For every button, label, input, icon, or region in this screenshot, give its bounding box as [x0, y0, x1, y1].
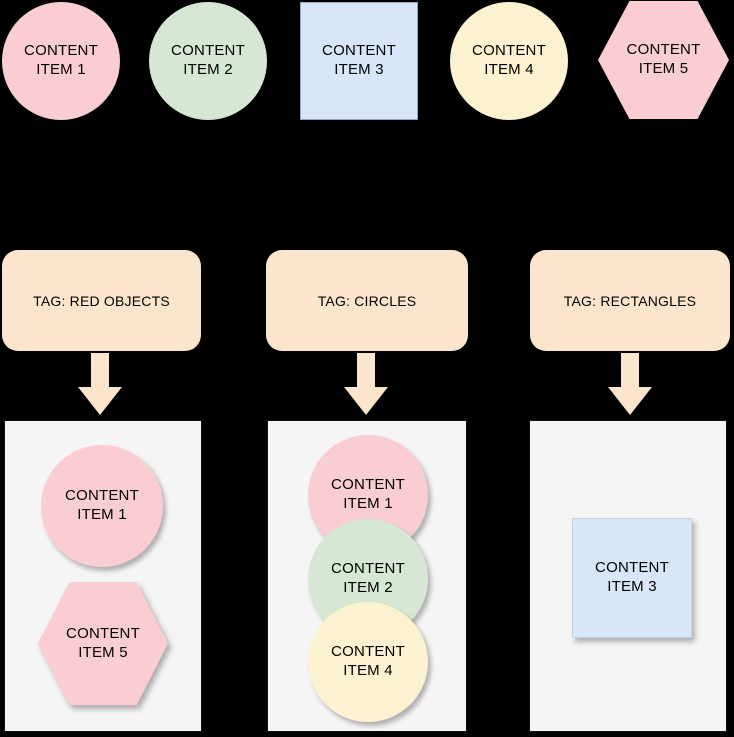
arrow-head [344, 387, 388, 415]
tag-rectangles: TAG: RECTANGLES [530, 250, 730, 351]
source-shape-content-item-2: CONTENT ITEM 2 [149, 2, 267, 120]
arrow-stem [621, 353, 639, 387]
shape-label: CONTENT ITEM 5 [66, 624, 140, 661]
shape-label: CONTENT ITEM 1 [24, 42, 98, 78]
down-arrow-icon [344, 353, 388, 415]
group-bin-red-objects: CONTENT ITEM 1 CONTENT ITEM 5 [4, 420, 202, 732]
shape-label: CONTENT ITEM 3 [322, 42, 396, 78]
hexagon-icon: CONTENT ITEM 5 [598, 1, 729, 119]
shape-label: CONTENT ITEM 4 [472, 42, 546, 78]
group-bin-circles: CONTENT ITEM 1 CONTENT ITEM 2 CONTENT IT… [267, 420, 467, 732]
grouped-shape-content-item-3: CONTENT ITEM 3 [572, 518, 692, 638]
down-arrow-icon [78, 353, 122, 415]
group-bin-rectangles: CONTENT ITEM 3 [529, 420, 727, 732]
tag-label: TAG: RED OBJECTS [33, 292, 170, 309]
grouped-shape-content-item-1: CONTENT ITEM 1 [41, 445, 163, 567]
shape-label: CONTENT ITEM 3 [595, 559, 669, 595]
grouped-shape-content-item-5: CONTENT ITEM 5 [38, 582, 168, 705]
arrow-stem [357, 353, 375, 387]
tag-red-objects: TAG: RED OBJECTS [2, 250, 201, 351]
arrow-stem [91, 353, 109, 387]
grouped-shape-content-item-4: CONTENT ITEM 4 [308, 602, 428, 722]
shape-label: CONTENT ITEM 5 [626, 41, 701, 77]
shape-label: CONTENT ITEM 2 [331, 560, 405, 596]
source-shape-content-item-4: CONTENT ITEM 4 [450, 2, 568, 120]
shape-label: CONTENT ITEM 4 [331, 643, 405, 679]
shape-label: CONTENT ITEM 1 [65, 487, 139, 523]
down-arrow-icon [608, 353, 652, 415]
source-shape-content-item-1: CONTENT ITEM 1 [2, 2, 120, 120]
tag-label: TAG: CIRCLES [317, 292, 417, 309]
tag-label: TAG: RECTANGLES [563, 292, 697, 309]
shape-label: CONTENT ITEM 2 [171, 42, 245, 78]
arrow-head [608, 387, 652, 415]
shape-label: CONTENT ITEM 1 [331, 476, 405, 512]
tag-circles: TAG: CIRCLES [266, 250, 468, 351]
source-shape-content-item-3: CONTENT ITEM 3 [300, 2, 418, 120]
hexagon-icon: CONTENT ITEM 5 [38, 582, 168, 705]
arrow-head [78, 387, 122, 415]
source-shape-content-item-5: CONTENT ITEM 5 [598, 1, 729, 119]
